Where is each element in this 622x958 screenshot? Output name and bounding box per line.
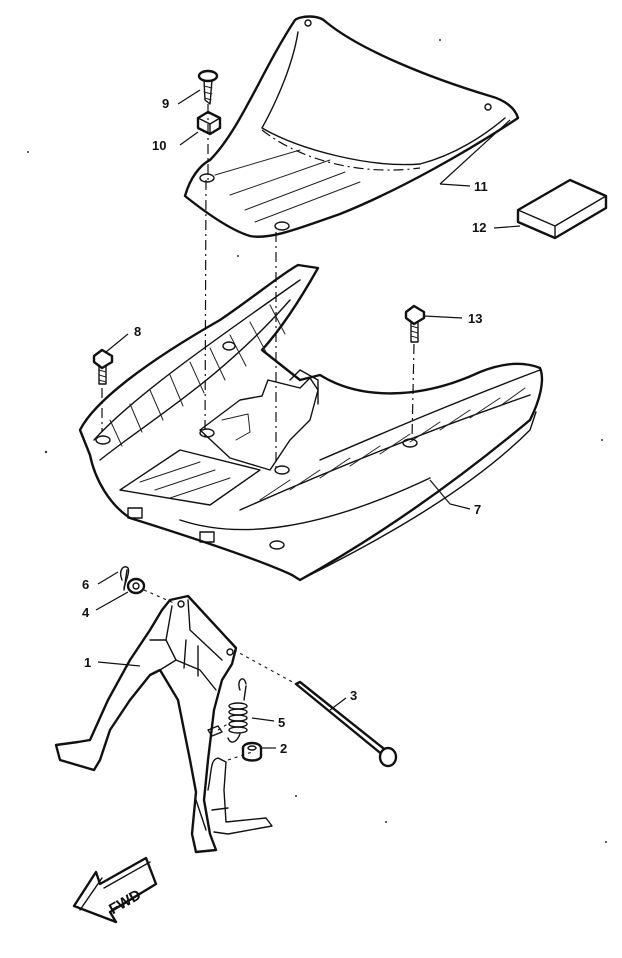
- callout-12: 12: [472, 220, 486, 235]
- callout-10: 10: [152, 138, 166, 153]
- stand-stop-pin: [207, 725, 223, 737]
- part-6-cotter-pin: [119, 566, 130, 591]
- part-7-floor-board: [78, 263, 544, 582]
- callout-labels: 9 10 11 12 8 13 7 6 4 1 3 5 2: [82, 96, 488, 756]
- part-5-spring: [227, 678, 248, 743]
- part-3-pivot-shaft: [294, 680, 398, 768]
- callout-8: 8: [134, 324, 141, 339]
- part-9-screw: [197, 69, 219, 105]
- callout-9: 9: [162, 96, 169, 111]
- part-11-cover-panel: [183, 15, 520, 238]
- arrow-left-icon: [72, 856, 158, 924]
- assembly-centerlines: [101, 104, 415, 761]
- callout-13: 13: [468, 311, 482, 326]
- part-2-collar: [241, 741, 263, 762]
- leader-lines: [95, 89, 521, 749]
- part-1-main-stand: [54, 594, 273, 854]
- callout-2: 2: [280, 741, 287, 756]
- part-4-washer: [126, 577, 146, 595]
- part-13-bolt: [404, 304, 426, 343]
- part-10-clip-nut: [196, 110, 222, 136]
- fwd-direction-badge: FWD: [72, 856, 158, 924]
- callout-1: 1: [84, 655, 91, 670]
- callout-6: 6: [82, 577, 89, 592]
- part-12-pad: [516, 178, 608, 240]
- callout-3: 3: [350, 688, 357, 703]
- callout-7: 7: [474, 502, 481, 517]
- print-specks: [27, 39, 607, 843]
- part-8-bolt: [92, 348, 114, 385]
- callout-11: 11: [474, 179, 488, 194]
- callout-5: 5: [278, 715, 285, 730]
- callout-4: 4: [82, 605, 90, 620]
